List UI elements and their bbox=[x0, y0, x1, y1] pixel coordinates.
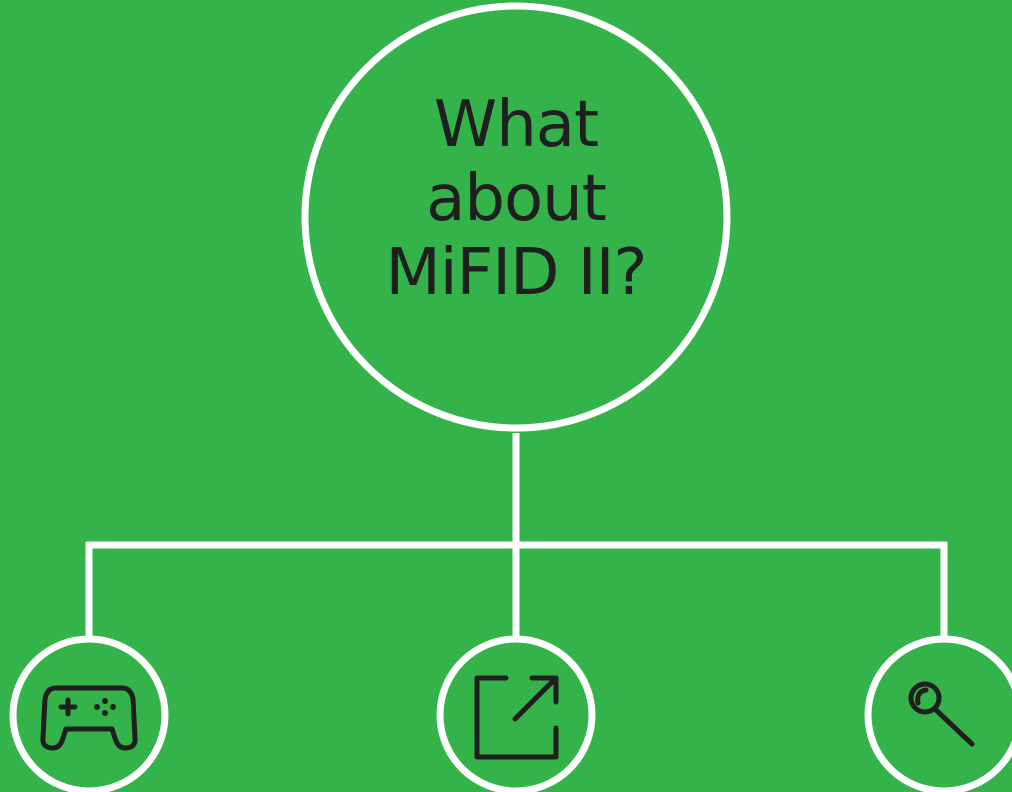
question-node-ring bbox=[301, 2, 731, 432]
game-controller-icon bbox=[40, 685, 138, 751]
question-title: What about MiFID II? bbox=[320, 88, 712, 310]
question-line-2: about bbox=[426, 162, 607, 236]
external-link-icon bbox=[474, 675, 559, 760]
node-game-controller bbox=[9, 635, 169, 792]
node-external-link bbox=[436, 635, 596, 792]
question-line-3: MiFID II? bbox=[385, 236, 647, 310]
magnifying-glass-icon bbox=[908, 681, 975, 747]
question-line-1: What bbox=[433, 88, 599, 162]
node-search bbox=[864, 635, 1012, 792]
